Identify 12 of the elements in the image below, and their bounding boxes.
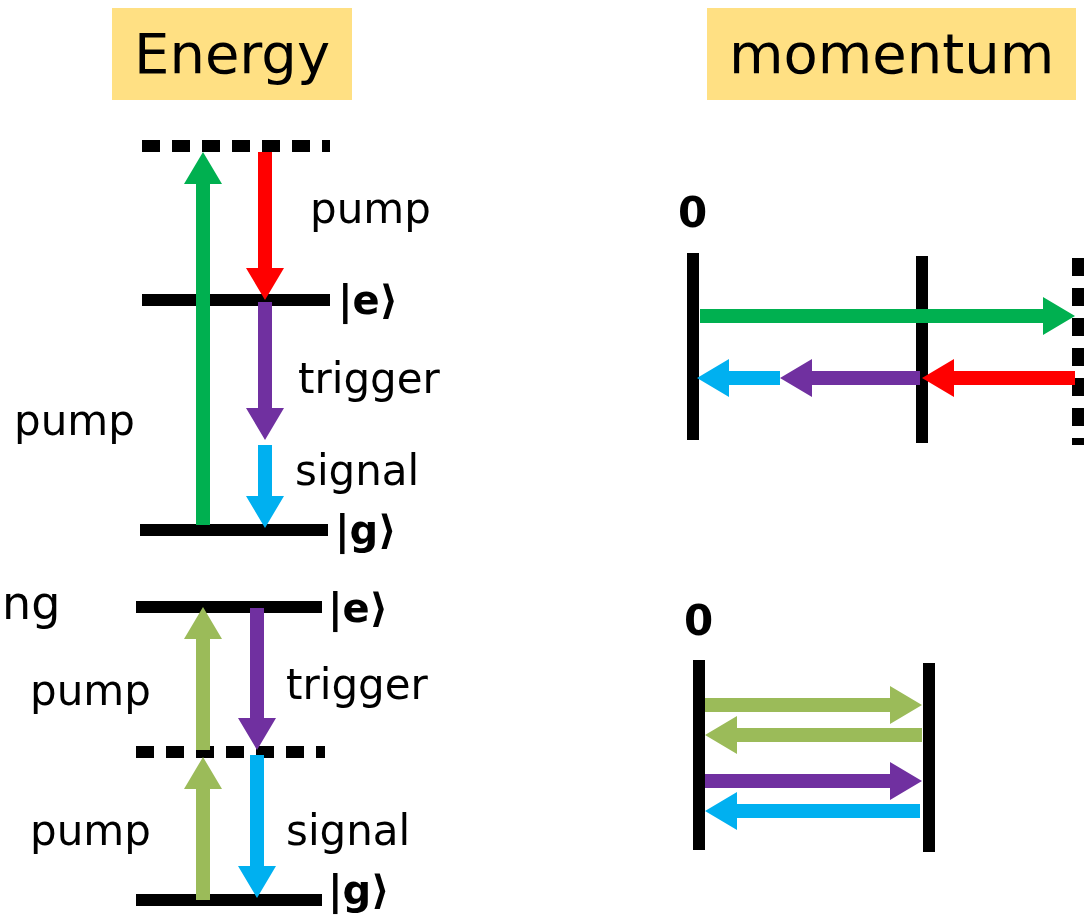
transition-label: signal xyxy=(286,810,411,852)
transition-label: pump xyxy=(30,670,151,712)
axis-origin-label: 0 xyxy=(684,600,714,642)
heading-banner: Energy xyxy=(112,8,353,100)
transition-label: trigger xyxy=(286,664,428,706)
transition-label: pump xyxy=(310,188,431,230)
transition-label: pump xyxy=(14,400,135,442)
axis-origin-label: 0 xyxy=(678,192,708,234)
transition-label: signal xyxy=(295,450,420,492)
transition-label: pump xyxy=(30,810,151,852)
transition-label: trigger xyxy=(298,358,440,400)
heading-banner: momentum xyxy=(707,8,1077,100)
